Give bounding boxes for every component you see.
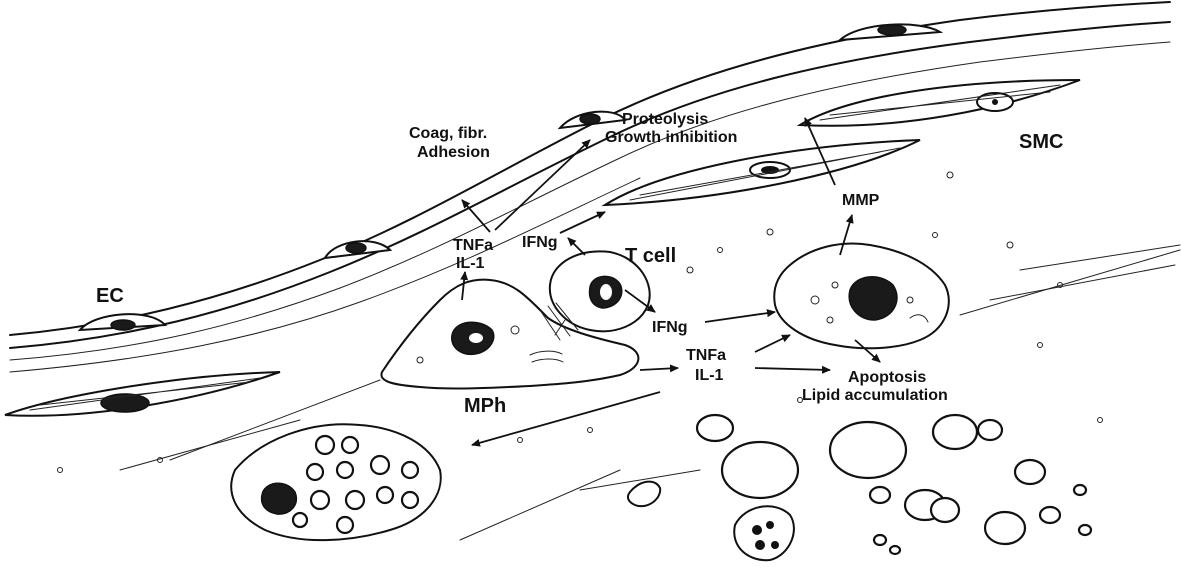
label-tnfa-top: TNFa — [453, 237, 493, 254]
label-mph: MPh — [464, 395, 506, 417]
label-tnfa-bottom: TNFa — [686, 347, 726, 364]
lipid-droplets — [628, 415, 1091, 560]
label-apoptosis: Apoptosis — [848, 369, 926, 386]
label-lipid-accumulation: Lipid accumulation — [802, 387, 948, 404]
label-ec: EC — [96, 285, 124, 307]
foam-cell — [231, 424, 441, 540]
label-smc: SMC — [1019, 131, 1063, 153]
label-il1-top: IL-1 — [456, 255, 485, 272]
label-mmp: MMP — [842, 192, 880, 209]
label-il1-bottom: IL-1 — [695, 367, 724, 384]
label-ifng-top: IFNg — [522, 234, 558, 251]
label-proteolysis-line2: Growth inhibition — [605, 129, 737, 146]
label-t-cell: T cell — [625, 245, 676, 267]
label-ifng-right: IFNg — [652, 319, 688, 336]
label-coag-line1: Coag, fibr. — [409, 125, 487, 142]
activated-macrophage — [774, 244, 949, 349]
label-coag-line2: Adhesion — [417, 144, 490, 161]
label-proteolysis-line1: Proteolysis — [622, 111, 708, 128]
